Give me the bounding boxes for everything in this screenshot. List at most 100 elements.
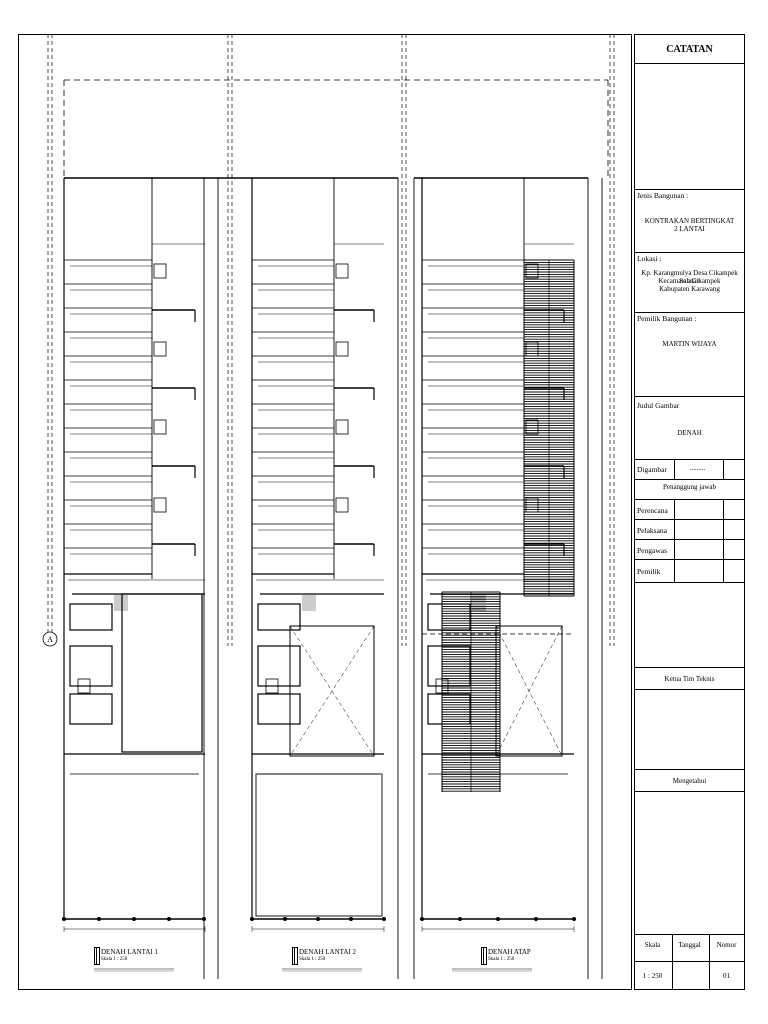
toilet-box xyxy=(335,497,349,513)
role-row-1: Perencana xyxy=(635,500,744,520)
column-dot xyxy=(572,917,577,922)
column-dot xyxy=(249,917,254,922)
skala-label: Skala xyxy=(644,941,661,949)
toilet-box xyxy=(335,263,349,279)
column-dot xyxy=(132,917,137,922)
toilet-box xyxy=(153,263,167,279)
lokasi-row: Lokasi : Kp. Karangmulya Desa Cikampek S… xyxy=(635,253,744,313)
role-sign-cell xyxy=(723,520,724,539)
column-dot xyxy=(282,917,287,922)
toilet-box xyxy=(153,497,167,513)
role-sign-cell xyxy=(723,500,724,519)
role-divider xyxy=(674,540,675,559)
jenis-bangunan-row: Jenis Bangunan : KONTRAKAN BERTINGKAT 2 … xyxy=(635,190,744,253)
plan-title-2: DENAH LANTAI 2 Skala 1 : 250 xyxy=(299,948,356,964)
toilet-box xyxy=(525,419,539,435)
toilet-box xyxy=(153,419,167,435)
tanggal-label: Tanggal xyxy=(678,941,701,949)
mengetahui-sign-area xyxy=(635,792,744,935)
column-dot xyxy=(166,917,171,922)
void-cross xyxy=(495,625,563,757)
void-box xyxy=(495,625,563,757)
room-box xyxy=(69,603,113,631)
footer-divider-2 xyxy=(709,962,710,989)
role-divider xyxy=(674,560,675,582)
lokasi-line-3: Kabupaten Karawang xyxy=(659,285,720,293)
void-box xyxy=(289,625,375,757)
plan-title-1-text: DENAH LANTAI 1 xyxy=(101,948,158,956)
title-block: CATATAN Jenis Bangunan : KONTRAKAN BERTI… xyxy=(634,34,745,990)
toilet-box xyxy=(335,341,349,357)
floor-plans-drawing: A xyxy=(18,34,632,990)
mengetahui-label: Mengetahui xyxy=(672,777,707,785)
role-perencana: Perencana xyxy=(637,506,668,515)
footer-divider-1 xyxy=(672,935,673,961)
jenis-value-1: KONTRAKAN BERTINGKAT xyxy=(644,217,735,225)
column-dot xyxy=(381,917,386,922)
pemilik-value: MARTIN WIJAYA xyxy=(662,340,717,348)
judul-value: DENAH xyxy=(677,429,702,437)
role-row-3: Pengawas xyxy=(635,540,744,560)
column-dot xyxy=(62,917,67,922)
nomor-value: 01 xyxy=(723,972,730,980)
footer-divider-2 xyxy=(709,935,710,961)
room-box xyxy=(427,603,471,631)
column-dot xyxy=(495,917,500,922)
column-dot xyxy=(348,917,353,922)
role-pelaksana: Pelaksana xyxy=(637,526,667,535)
notes-area xyxy=(635,64,744,190)
judul-row: Judul Gambar DENAH xyxy=(635,397,744,460)
nomor-label: Nomor xyxy=(716,941,737,949)
plan-title-1: DENAH LANTAI 1 Skala 1 : 250 xyxy=(101,948,158,964)
role-row-4: Pemilik xyxy=(635,560,744,583)
footer-labels-row: Skala Tanggal Nomor xyxy=(635,935,744,962)
plan-scale-1: Skala 1 : 250 xyxy=(101,957,128,962)
room-box xyxy=(69,645,113,687)
digambar-divider xyxy=(674,460,675,479)
plan-scale-2: Skala 1 : 250 xyxy=(299,957,326,962)
role-pemilik: Pemilik xyxy=(637,567,661,576)
svg-text:A: A xyxy=(47,635,53,644)
ketua-label: Ketua Tim Teknis xyxy=(664,675,715,683)
plan-title-marker-2 xyxy=(292,947,298,965)
digambar-sign-cell xyxy=(723,460,724,479)
digambar-row: Digambar ......... xyxy=(635,460,744,480)
footer-divider-1 xyxy=(672,962,673,989)
pemilik-row: Pemilik Bangunan : MARTIN WIJAYA xyxy=(635,313,744,397)
toilet-box xyxy=(265,678,279,694)
room-box xyxy=(257,645,301,687)
role-row-2: Pelaksana xyxy=(635,520,744,540)
plan-title-marker-1 xyxy=(94,947,100,965)
pj-row: Penanggung jawab xyxy=(635,480,744,500)
role-pengawas: Pengawas xyxy=(637,546,667,555)
column-dot xyxy=(419,917,424,922)
column-dot xyxy=(534,917,539,922)
void-cross xyxy=(289,625,375,757)
lokasi-line-2: Kecamatan Cikampek xyxy=(658,277,721,285)
room-box xyxy=(257,693,301,725)
pj-label: Penanggung jawab xyxy=(662,483,717,491)
skala-value: 1 : 250 xyxy=(642,972,663,980)
digambar-label: Digambar xyxy=(637,465,667,474)
column-dot xyxy=(315,917,320,922)
footer-values-row: 1 : 250 01 xyxy=(635,962,744,989)
digambar-value: ......... xyxy=(689,464,706,472)
ketua-row: Ketua Tim Teknis xyxy=(635,668,744,690)
grid-marker-a: A xyxy=(42,631,58,647)
toilet-box xyxy=(335,419,349,435)
judul-label: Judul Gambar xyxy=(637,401,680,410)
plan-title-3-text: DENAH ATAP xyxy=(488,948,531,956)
jenis-value-2: 2 LANTAI xyxy=(674,225,705,233)
column-dot xyxy=(201,917,206,922)
toilet-box xyxy=(525,263,539,279)
garage-box xyxy=(121,593,203,753)
column-dot xyxy=(97,917,102,922)
jenis-label: Jenis Bangunan : xyxy=(637,191,689,200)
dashed-outline xyxy=(255,773,383,917)
column-dot xyxy=(457,917,462,922)
role-sign-cell xyxy=(723,540,724,559)
role-sign-cell xyxy=(723,560,724,582)
plan-title-2-text: DENAH LANTAI 2 xyxy=(299,948,356,956)
room-box xyxy=(257,603,301,631)
catatan-row: CATATAN xyxy=(635,35,744,64)
